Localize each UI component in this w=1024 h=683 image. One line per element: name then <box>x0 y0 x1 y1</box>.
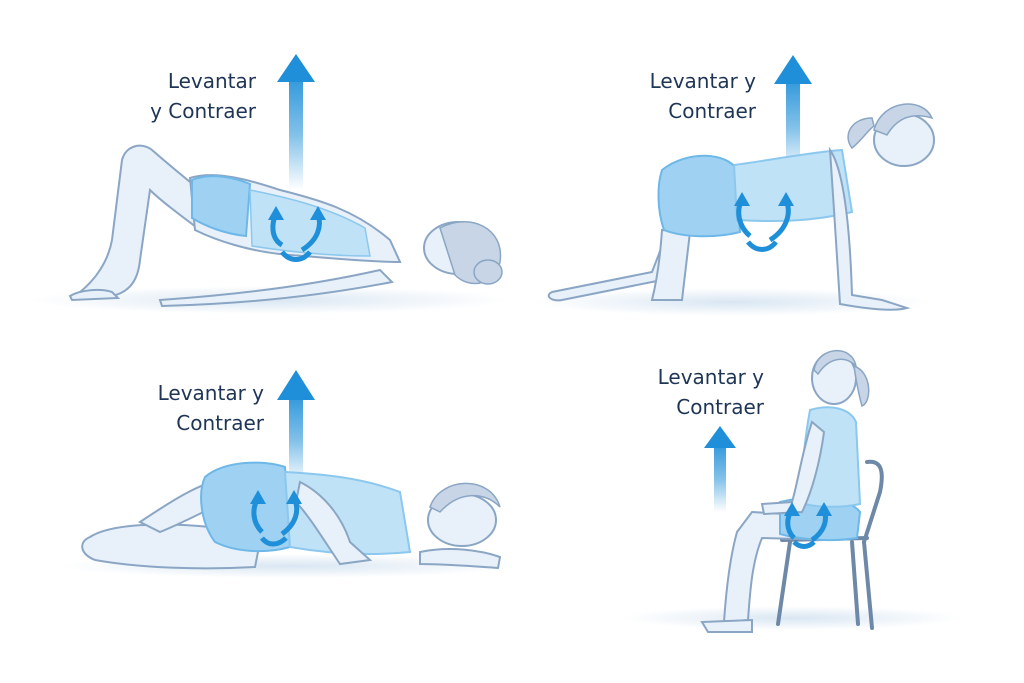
label-line-1: Levantar <box>167 69 256 93</box>
label-line-1: Levantar y <box>649 69 756 93</box>
exercise-panel-tabletop: Levantar y Contraer <box>512 0 1024 341</box>
exercise-panel-side-lying: Levantar y Contraer <box>0 342 512 683</box>
exercise-label: Levantar y Contraer <box>650 362 764 422</box>
up-arrow-icon <box>774 55 812 174</box>
up-arrow-icon <box>277 54 315 190</box>
circular-arrows-icon <box>250 490 302 547</box>
exercise-panel-seated: Levantar y Contraer <box>512 342 1024 683</box>
side-lying-figure <box>60 370 512 578</box>
label-line-2: Contraer <box>668 99 756 123</box>
label-line-2: Contraer <box>176 411 264 435</box>
exercise-label: Levantar y Contraer <box>120 66 256 126</box>
exercise-panel-bridge: Levantar y Contraer <box>0 0 512 341</box>
tabletop-figure <box>532 55 935 316</box>
bridge-figure <box>30 54 510 314</box>
seated-figure <box>622 349 962 633</box>
label-line-1: Levantar y <box>157 381 264 405</box>
exercise-label: Levantar y Contraer <box>632 66 756 126</box>
exercise-label: Levantar y Contraer <box>140 378 264 438</box>
circular-arrows-icon <box>268 206 326 262</box>
circular-arrows-icon <box>784 502 832 549</box>
label-line-1: Levantar y <box>657 365 764 389</box>
label-line-2: y Contraer <box>150 99 256 123</box>
up-arrow-icon <box>277 370 315 484</box>
circular-arrows-icon <box>734 192 794 252</box>
label-line-2: Contraer <box>676 395 764 419</box>
up-arrow-icon <box>704 426 736 512</box>
